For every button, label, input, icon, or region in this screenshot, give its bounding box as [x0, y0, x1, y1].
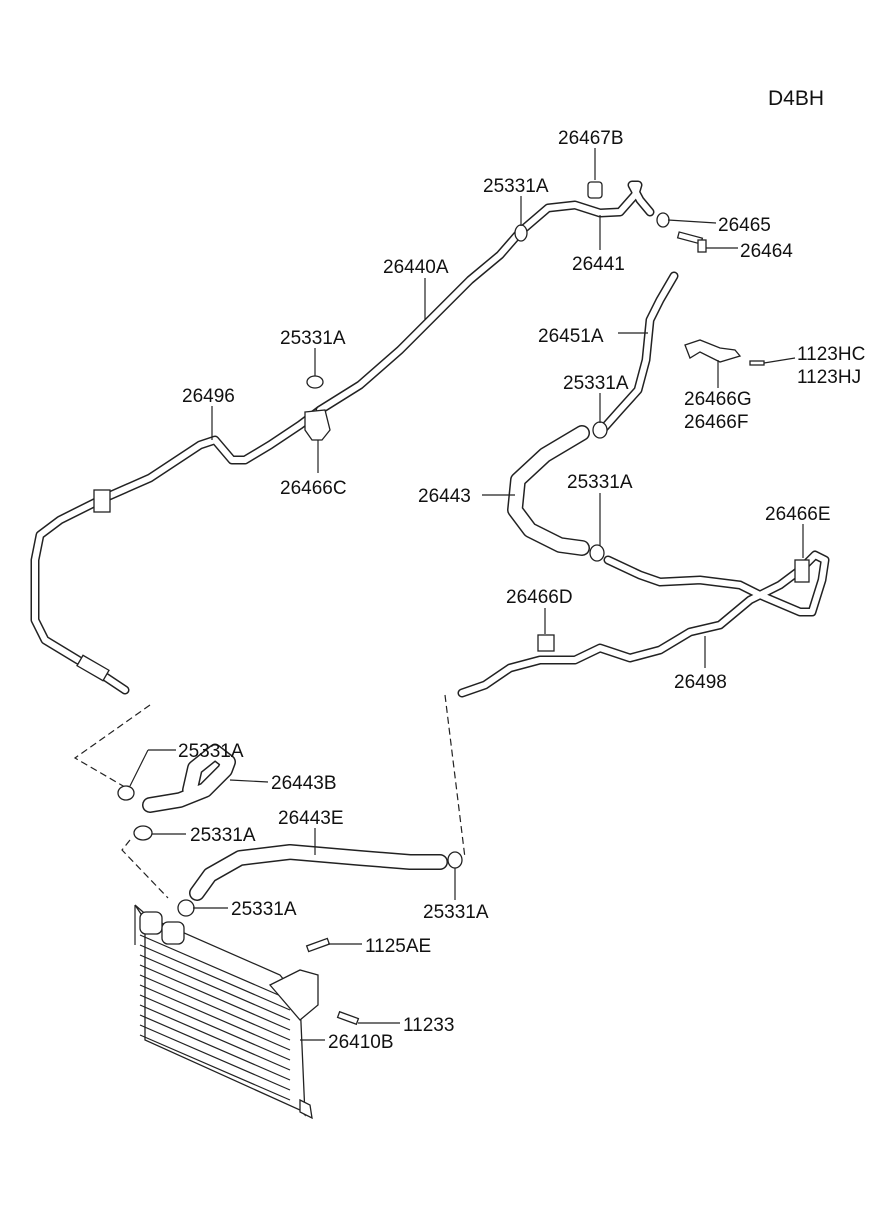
engine-code: D4BH [768, 87, 824, 110]
screw-1123hc [749, 360, 765, 366]
hose-26443b [142, 744, 236, 813]
hose-26443 [507, 425, 590, 556]
pipe-26496 [30, 405, 325, 695]
clip-26466c [304, 409, 331, 441]
clamps [117, 224, 608, 917]
label-26466g: 26466G [684, 389, 752, 410]
label-26443: 26443 [418, 486, 471, 507]
label-26465: 26465 [718, 215, 771, 236]
label-25331a-bottom2: 25331A [423, 902, 489, 923]
oil-cooler-26410b [134, 904, 319, 1120]
bolt-26464 [676, 231, 707, 253]
pipe-26441 [515, 180, 655, 237]
label-25331a-right1: 25331A [563, 373, 629, 394]
label-26464: 26464 [740, 241, 793, 262]
label-26441: 26441 [572, 254, 625, 275]
label-26466f: 26466F [684, 412, 748, 433]
label-26440a: 26440A [383, 257, 449, 278]
label-11233: 11233 [403, 1015, 454, 1036]
cap-26467b [587, 181, 603, 199]
bracket-26466g [684, 339, 742, 363]
label-25331a-top: 25331A [483, 176, 549, 197]
label-26443e: 26443E [278, 808, 344, 829]
label-26451a: 26451A [538, 326, 604, 347]
label-26466c: 26466C [280, 478, 347, 499]
clip-26466e [794, 559, 810, 583]
label-25331a-left1: 25331A [178, 741, 244, 762]
label-26498: 26498 [674, 672, 727, 693]
label-25331a-bottom1: 25331A [231, 899, 297, 920]
label-1123hj: 1123HJ [797, 367, 861, 388]
pipe-26440a [315, 227, 525, 415]
washer-26465 [656, 212, 670, 228]
label-25331a-right2: 25331A [567, 472, 633, 493]
label-26496: 26496 [182, 386, 235, 407]
label-26466d: 26466D [506, 587, 573, 608]
part-labels: 26467B 25331A 26465 26464 26441 26440A 2… [178, 128, 865, 1053]
bolt-1125ae [305, 937, 331, 953]
label-26410b: 26410B [328, 1032, 394, 1053]
label-26467b: 26467B [558, 128, 624, 149]
leader-lines [129, 148, 804, 1041]
pipe-26498 [457, 550, 830, 698]
bolt-11233 [336, 1010, 360, 1026]
label-26443b: 26443B [271, 773, 337, 794]
label-26466e: 26466E [765, 504, 831, 525]
label-1125ae: 1125AE [365, 936, 431, 957]
pipe-26451a [599, 271, 679, 433]
clip-left-pipe [93, 489, 111, 513]
label-25331a-left2: 25331A [190, 825, 256, 846]
fitting-left-pipe [76, 654, 110, 682]
dashed-connections [73, 694, 466, 899]
label-25331a-mid: 25331A [280, 328, 346, 349]
hose-26443e [189, 844, 448, 901]
label-1123hc: 1123HC [797, 344, 865, 365]
clip-26466d [537, 634, 555, 652]
